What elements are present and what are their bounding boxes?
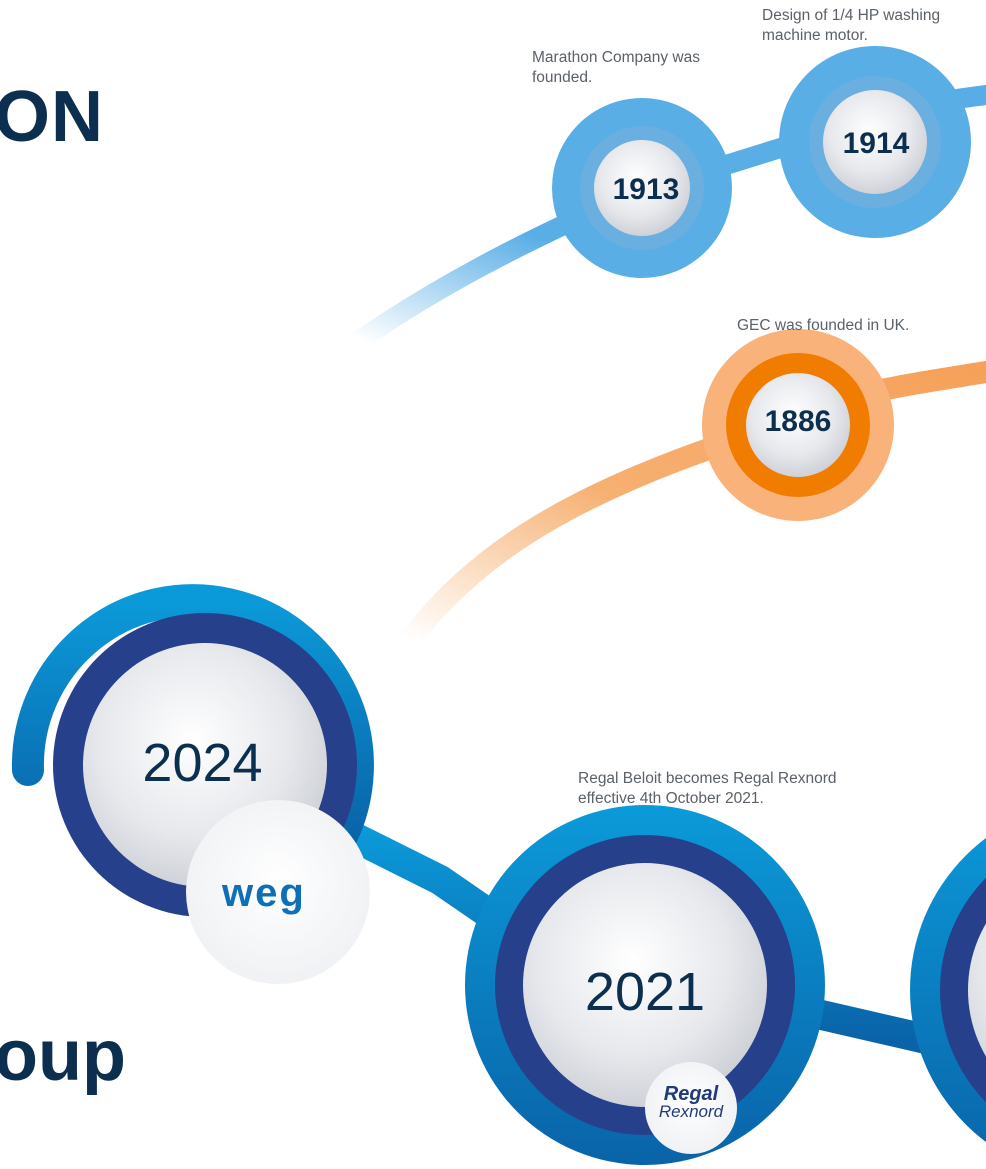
note-1886: GEC was founded in UK.: [737, 317, 910, 334]
weg-logo: weg: [222, 871, 306, 915]
orange-track: [399, 361, 986, 651]
ring-2021-face: [523, 863, 767, 1107]
regal-rexnord-logo: Regal Rexnord: [652, 1083, 730, 1121]
year-2024: 2024: [142, 733, 263, 793]
arc-2024: [11, 584, 374, 856]
ring-1914-face: [823, 90, 927, 194]
note-2021: Regal Beloit becomes Regal Rexnord effec…: [578, 770, 837, 807]
note-1914: Design of 1/4 HP washing machine motor.: [762, 7, 941, 44]
ring-1913-face: [594, 140, 690, 236]
year-1886: 1886: [764, 405, 832, 438]
heading-bottom: oup: [0, 1016, 126, 1096]
year-1913: 1913: [612, 173, 680, 206]
regal-logo-line1: Regal: [663, 1083, 719, 1105]
year-1914: 1914: [842, 127, 910, 160]
regal-logo-line2: Rexnord: [658, 1102, 724, 1121]
ring-right-face: [968, 923, 986, 1057]
ring-right-band: [940, 877, 986, 1103]
note-1913: Marathon Company was founded.: [532, 49, 700, 86]
regal-logo-disc: [645, 1062, 737, 1154]
weg-logo-disc: [186, 800, 370, 984]
year-2021: 2021: [584, 962, 706, 1022]
heading-top: ON: [0, 77, 104, 157]
ring-1886-face: [746, 373, 850, 477]
